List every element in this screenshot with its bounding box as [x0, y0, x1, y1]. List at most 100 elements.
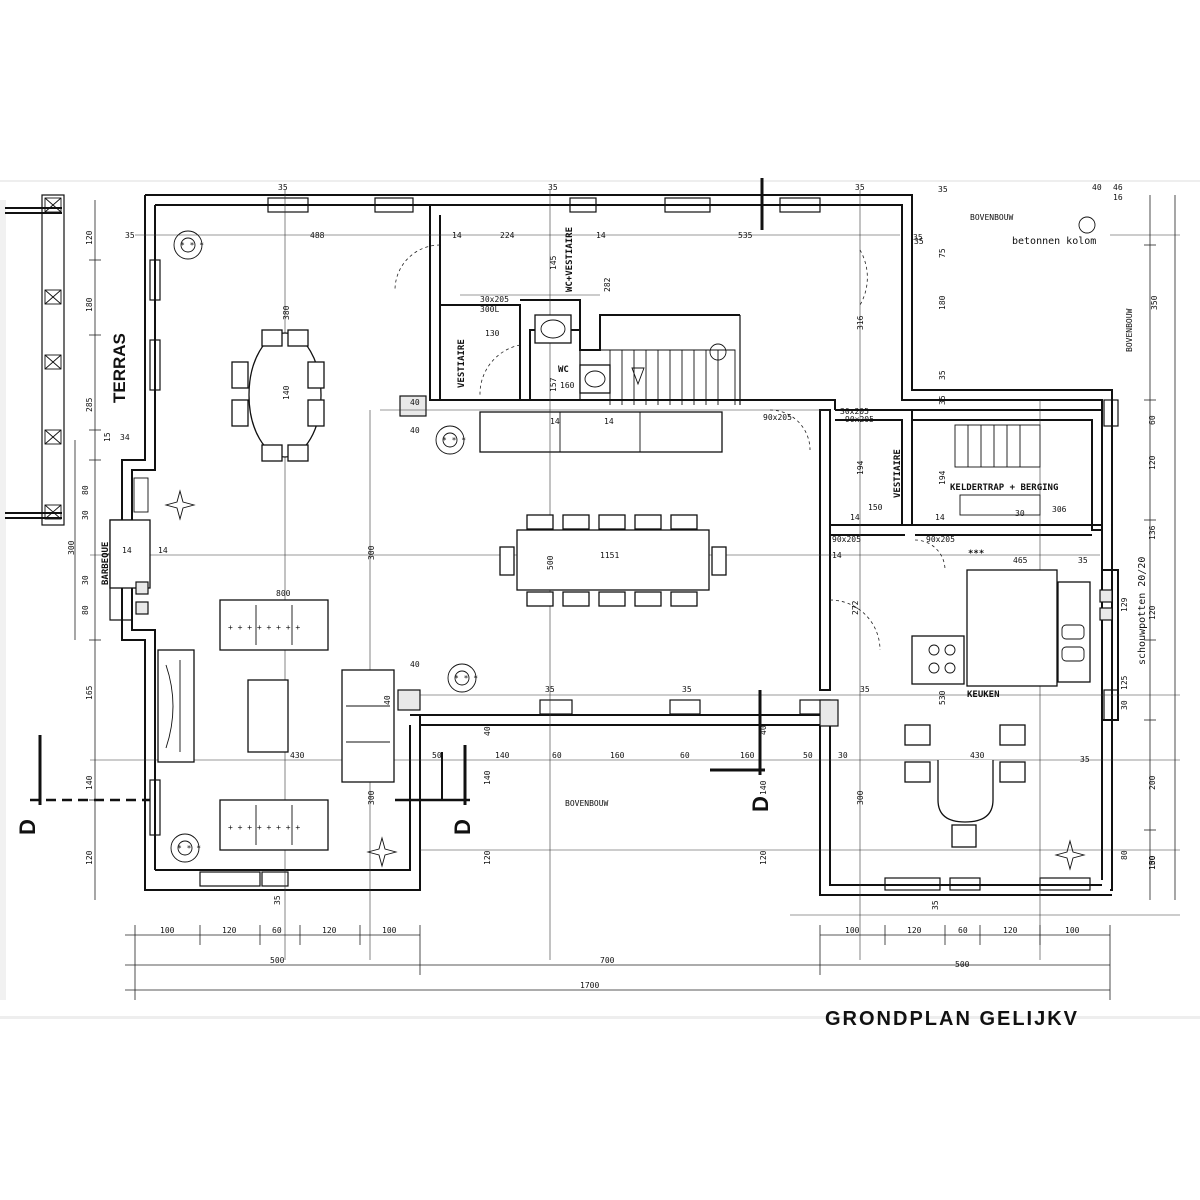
dimension-label: 30 — [1120, 700, 1129, 710]
room-label-keuken: KEUKEN — [967, 690, 1000, 700]
drawing-title: GRONDPLAN GELIJKV — [825, 1008, 1079, 1030]
sideboard — [479, 411, 723, 453]
dimension-label: 35 — [860, 685, 870, 694]
note-stars: *** — [968, 549, 984, 559]
dimension-label: 14 — [452, 231, 462, 240]
right-dimension-axis — [1144, 195, 1176, 900]
oval-dining-table — [231, 329, 325, 462]
dim-bottom-3: 1700 — [580, 981, 599, 990]
left-dimension-axis — [74, 200, 101, 900]
room-label-wc-stair: WC+VESTIAIRE — [565, 227, 575, 292]
dimension-label: 535 — [738, 231, 753, 240]
dimension-label: 35 — [913, 233, 923, 242]
dimension-label: 120 — [907, 926, 922, 935]
dimension-label: * * * — [177, 844, 201, 853]
dimension-label: 14 — [122, 546, 132, 555]
dimension-label: 14 — [604, 417, 614, 426]
dimension-label: 1700 — [580, 981, 599, 990]
dimension-label: 50 — [803, 751, 813, 760]
note-schouwpotten: schouwpotten 20/20 — [1137, 557, 1148, 665]
cut-mark-middle: D — [450, 819, 475, 835]
dimension-label: 194 — [938, 470, 947, 485]
dimension-label: 35 — [682, 685, 692, 694]
dimension-label: 60 — [680, 751, 690, 760]
dimension-label: 140 — [483, 770, 492, 785]
dimension-label: 15 — [103, 432, 112, 442]
dimension-label: 35 — [914, 237, 924, 246]
dimension-label: 120 — [1148, 605, 1157, 620]
dimension-label: 40 — [483, 726, 492, 736]
dimension-label: 306 — [1052, 505, 1067, 514]
dimension-label: 800 — [276, 589, 291, 598]
doors — [394, 244, 946, 651]
dimension-label: * * * — [442, 436, 466, 445]
dimension-label: 125 — [1120, 675, 1129, 690]
dim-top-row: 35 35 35 35 40 46 16 — [278, 183, 1123, 202]
dimension-label: * * * — [180, 241, 204, 250]
dimension-label: 35 — [1078, 556, 1088, 565]
dimension-label: 35 — [938, 185, 948, 194]
bottom-dimension-lines — [125, 925, 1111, 1000]
concrete-column-icon — [1078, 216, 1096, 234]
dimension-label: 16 — [1113, 193, 1123, 202]
dimension-label: 60 — [272, 926, 282, 935]
dimension-label: 120 — [1148, 455, 1157, 470]
dim-middle-row: 35 35 35 35 40 140 60 160 60 160 50 30 4… — [483, 685, 1090, 865]
dimension-label: 35 — [931, 900, 940, 910]
cut-mark-left: D — [15, 819, 40, 835]
dimension-label: 136 — [1148, 525, 1157, 540]
long-dining-table — [499, 514, 727, 607]
interior-walls — [397, 205, 1102, 727]
dimension-label: 120 — [1003, 926, 1018, 935]
room-label-barbeque: BARBEQUE — [101, 542, 111, 585]
dimension-label: 120 — [85, 230, 94, 245]
chimney-flues — [1099, 589, 1113, 621]
dimension-label: 140 — [85, 775, 94, 790]
dimension-label: 145 — [549, 255, 558, 270]
dimension-label: 35 — [545, 685, 555, 694]
coffee-table — [247, 679, 289, 753]
dimension-label: 130 — [485, 329, 500, 338]
wc-fixtures — [534, 314, 645, 394]
dimension-label: 160 — [740, 751, 755, 760]
dimension-label: 75 — [938, 248, 947, 258]
barbeque — [109, 477, 151, 615]
dimension-label: 180 — [85, 297, 94, 312]
dimension-label: 129 — [1120, 597, 1129, 612]
dimension-label: 40 — [759, 725, 768, 735]
note-bovenbouw-top: BOVENBOUW — [970, 213, 1014, 222]
dim-wc-block: 145 157 282 14 14 130 160 30x205 300L 90… — [410, 255, 874, 435]
dimension-label: 430 — [290, 751, 305, 760]
sofa-top: + + + + + + + + — [219, 599, 329, 651]
dimension-label: 500 — [270, 956, 285, 965]
dimension-label: 60 — [1148, 415, 1157, 425]
kitchen-island — [911, 569, 1091, 687]
dimension-label: 100 — [160, 926, 175, 935]
dimension-label: 120 — [85, 850, 94, 865]
dimension-label: 60 — [552, 751, 562, 760]
dimension-label: 1151 — [600, 551, 619, 560]
dimension-label: 35 — [938, 370, 947, 380]
dim-bottom-1: 100 120 60 120 100 100 120 60 120 100 — [160, 926, 1080, 935]
dimension-label: 30x205 — [840, 407, 869, 416]
dim-bottom-35: 35 35 — [273, 895, 940, 910]
cut-line-markers — [30, 178, 765, 805]
window-marks — [149, 197, 1119, 891]
dimension-label: 35 — [273, 895, 282, 905]
dimension-label: 46 — [1113, 183, 1123, 192]
dim-living: 380 140 800 300 430 300 50 14 40 40 14 — [122, 305, 442, 805]
dimension-label: 285 — [85, 397, 94, 412]
room-label-wc: WC — [558, 365, 569, 375]
scan-noise — [0, 180, 1200, 1019]
note-bovenbouw-right: BOVENBOUW — [1125, 308, 1134, 352]
dimension-label: 40 — [410, 398, 420, 407]
dimension-label: 465 — [1013, 556, 1028, 565]
note-betonnen-kolom: betonnen kolom — [1012, 236, 1096, 247]
cut-mark-right: D — [748, 796, 773, 812]
dimension-label: 200 — [1148, 775, 1157, 790]
dimension-label: 300 — [367, 545, 376, 560]
dim-left-outer: 120 180 285 15 34 80 30 300 80 30 165 14… — [67, 230, 130, 865]
dimension-label: 300 — [856, 790, 865, 805]
dimension-label: 40 — [1092, 183, 1102, 192]
